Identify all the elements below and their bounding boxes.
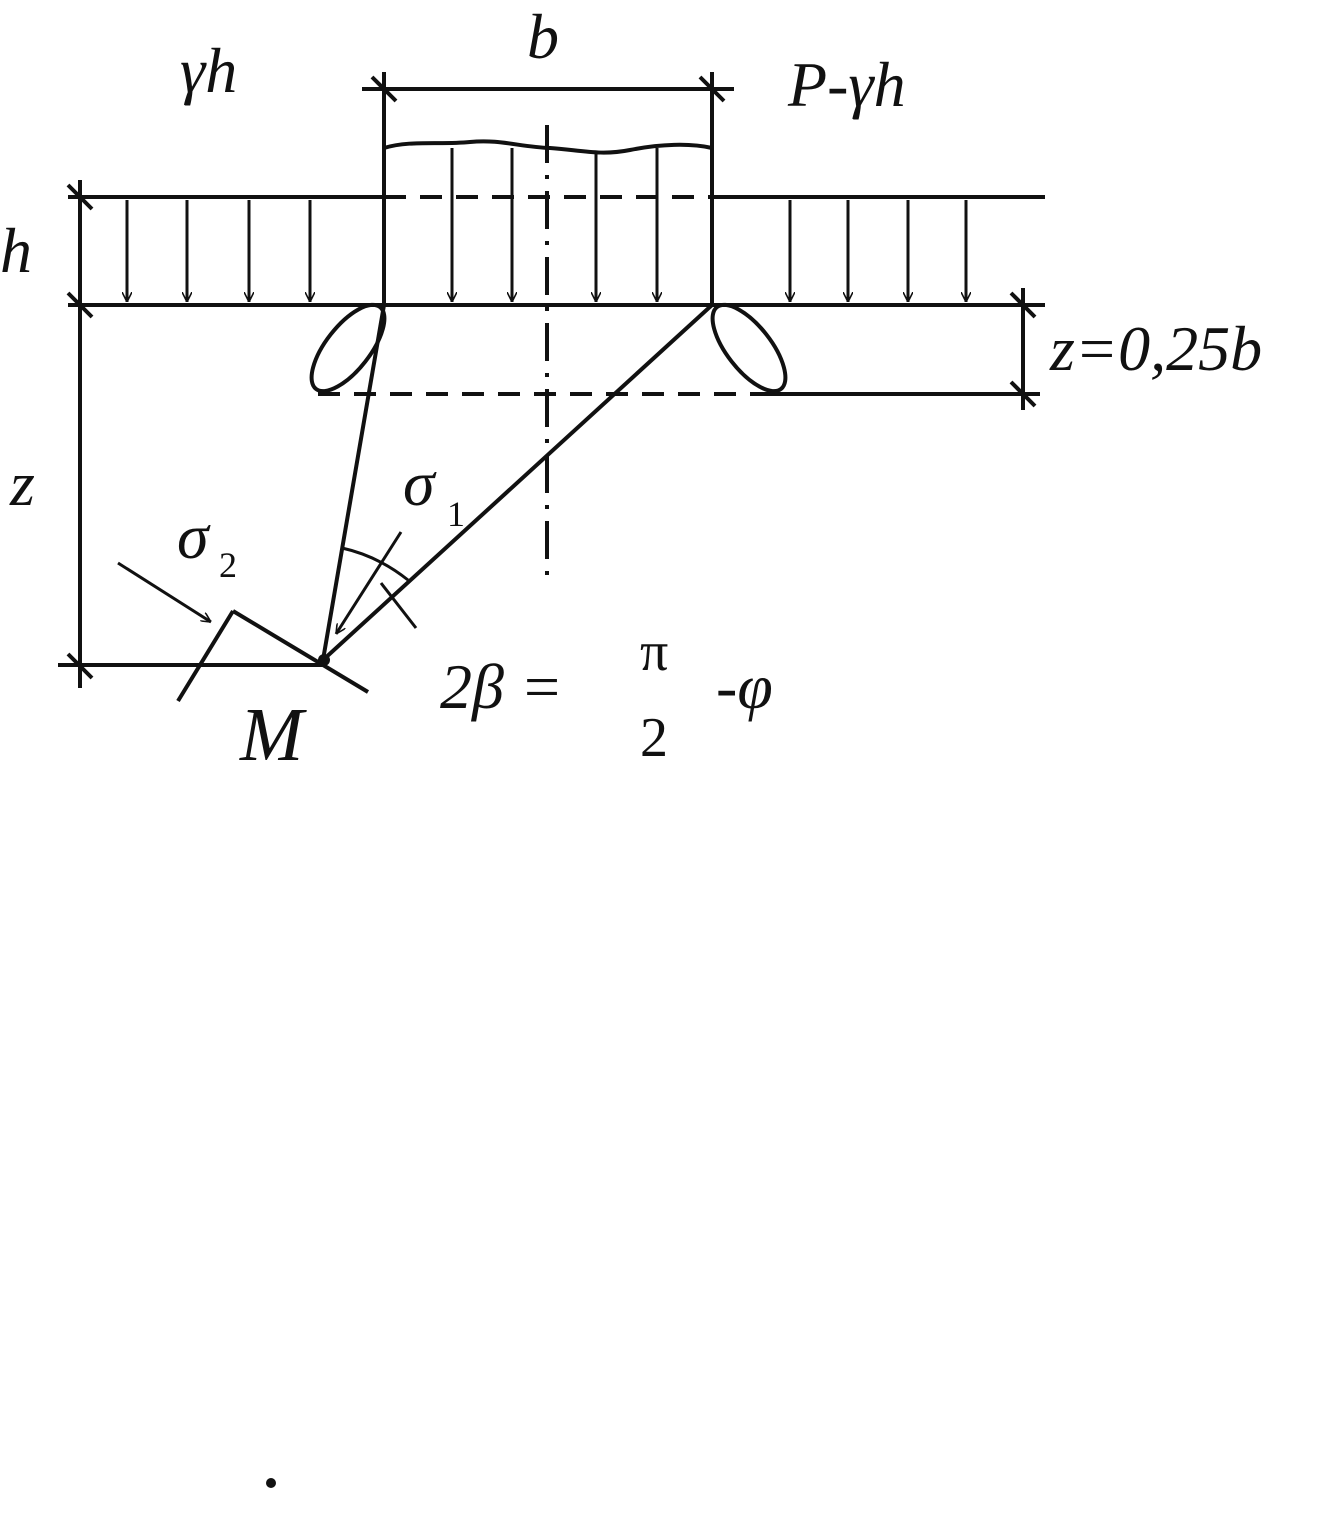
formula-rhs: -φ xyxy=(716,651,773,722)
label-depth-h: h xyxy=(0,215,32,286)
formula-numerator: π xyxy=(640,621,668,683)
dim-tick-b-right xyxy=(698,75,726,103)
formula-lhs: 2β = xyxy=(440,651,563,722)
ray-right-edge-to-m xyxy=(321,303,714,662)
label-sigma1-subscript: 1 xyxy=(447,494,465,534)
formula-denominator: 2 xyxy=(640,707,668,769)
plastic-zone-right xyxy=(710,302,788,394)
sigma2-arrow xyxy=(117,561,211,624)
foundation-break-line xyxy=(383,139,713,155)
load-arrows xyxy=(117,148,966,634)
ray-left-edge-to-m xyxy=(321,304,386,661)
label-surcharge: γh xyxy=(180,35,237,106)
label-net-pressure: P-γh xyxy=(787,49,906,120)
sigma1-arrow xyxy=(334,531,403,634)
dim-tick-z025-top xyxy=(1009,291,1037,319)
label-sigma2: σ xyxy=(177,501,211,572)
dim-tick-b-left xyxy=(370,75,398,103)
angle-tick xyxy=(379,582,418,629)
dim-tick-h-bottom xyxy=(66,291,94,319)
label-width-b: b xyxy=(527,1,559,72)
label-point-m: M xyxy=(239,693,307,777)
point-m-dot xyxy=(318,654,330,666)
label-sigma2-subscript: 2 xyxy=(219,545,237,585)
stray-dot xyxy=(266,1478,276,1488)
plastic-zone-left xyxy=(309,302,387,394)
label-z-equals: z=0,25b xyxy=(1049,313,1262,384)
label-sigma1: σ xyxy=(403,448,437,519)
label-depth-z: z xyxy=(9,448,35,519)
dim-tick-h-top xyxy=(66,183,94,211)
element-face-side xyxy=(176,609,235,703)
element-face-main xyxy=(231,609,370,694)
angle-2beta-arc xyxy=(341,546,409,582)
